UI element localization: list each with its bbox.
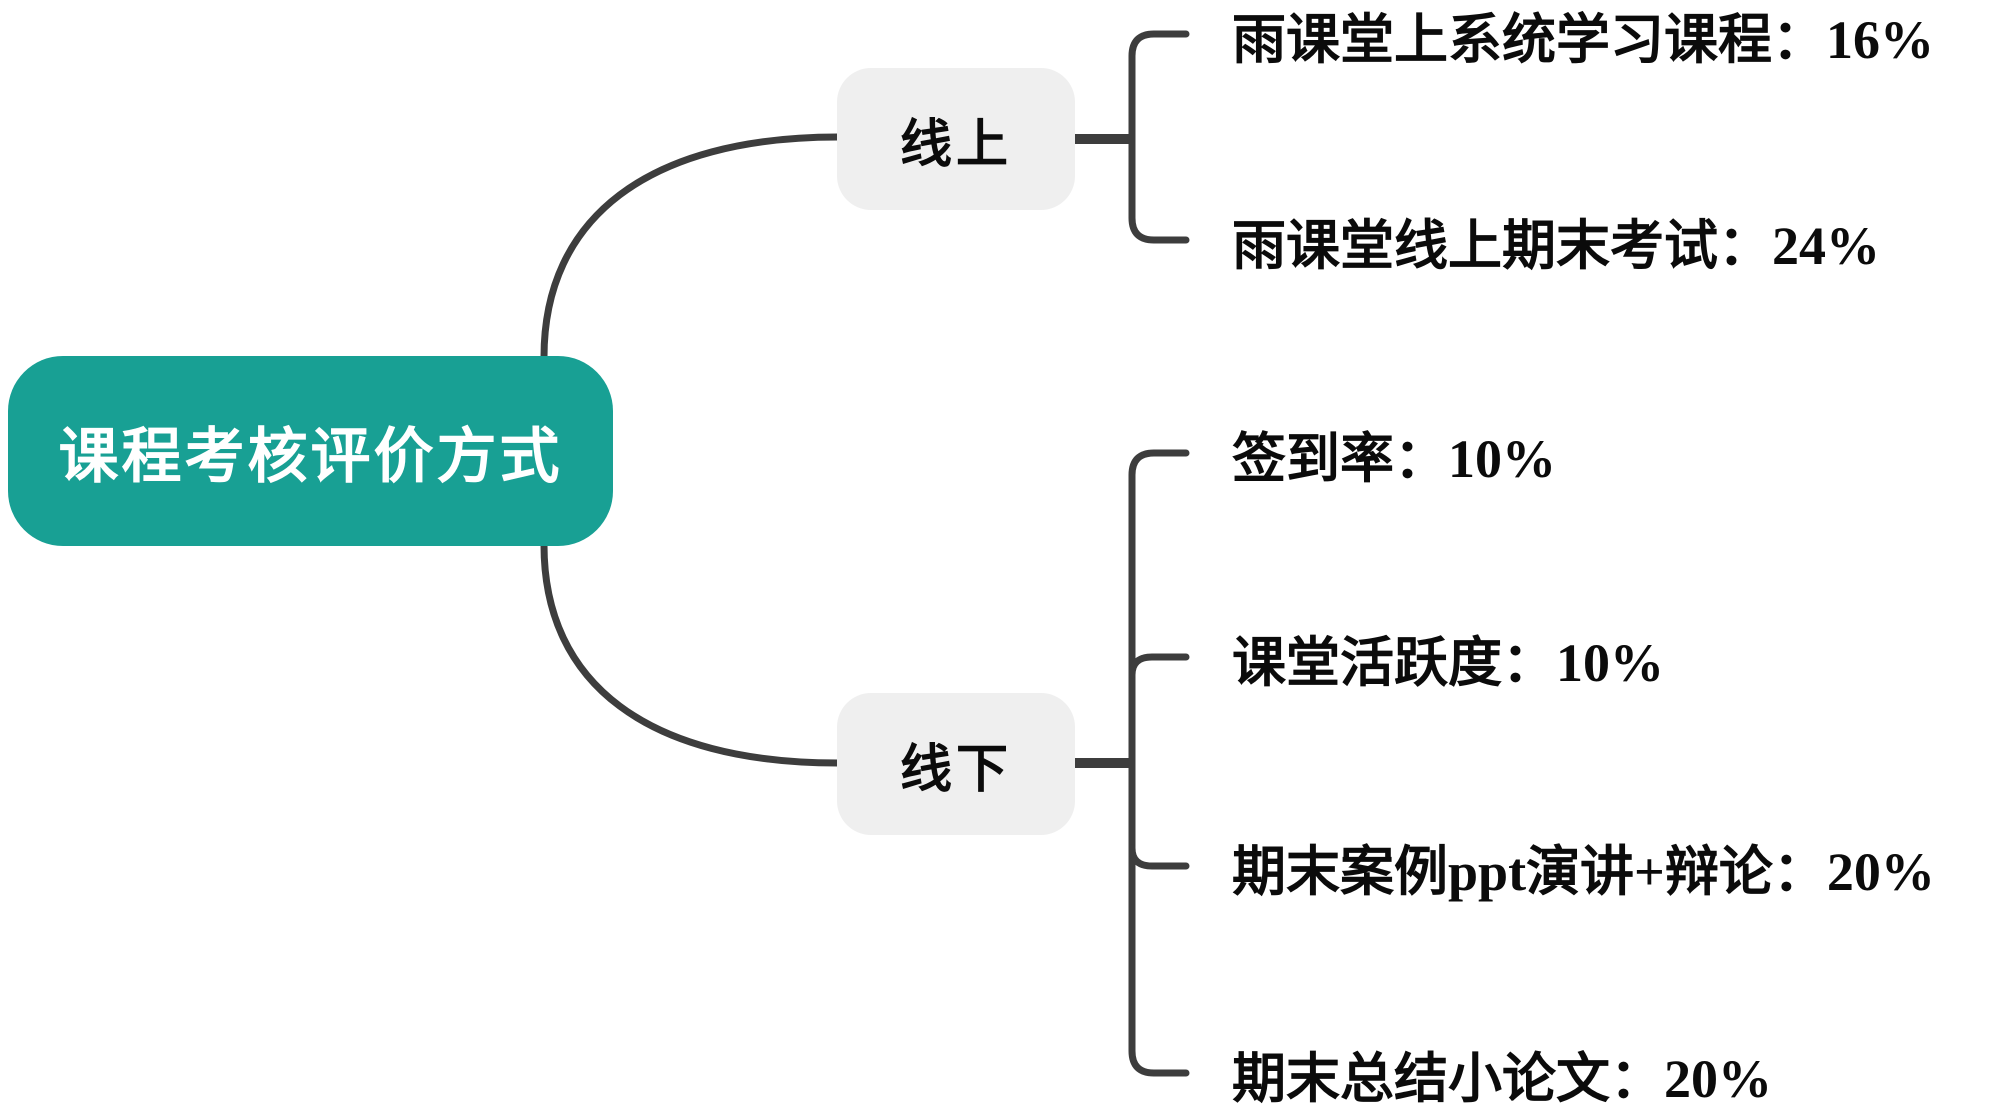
branch-node-offline: 线下 [837, 693, 1075, 835]
leaf-online-final-exam: 雨课堂线上期末考试：24% [1232, 215, 1880, 276]
root-node: 课程考核评价方式 [8, 356, 613, 546]
leaf-online-system-course: 雨课堂上系统学习课程：16% [1232, 9, 1934, 70]
bracket-offline-stub-3 [1128, 844, 1190, 870]
leaf-offline-summary-essay: 期末总结小论文：20% [1232, 1048, 1772, 1109]
branch-node-offline-label: 线下 [899, 741, 1012, 799]
branch-node-online: 线上 [837, 68, 1075, 210]
branch-node-online-label: 线上 [899, 116, 1012, 174]
edge-root-to-online [540, 133, 842, 361]
bracket-offline-stub-2 [1128, 653, 1190, 679]
bracket-online [1128, 30, 1190, 244]
root-node-label: 课程考核评价方式 [58, 423, 563, 490]
leaf-offline-attendance: 签到率：10% [1232, 428, 1556, 489]
leaf-offline-class-activity: 课堂活跃度：10% [1232, 632, 1664, 693]
bracket-offline [1128, 449, 1190, 1077]
edge-root-to-offline [540, 541, 842, 767]
leaf-offline-case-ppt-debate: 期末案例ppt演讲+辩论：20% [1232, 841, 1935, 902]
